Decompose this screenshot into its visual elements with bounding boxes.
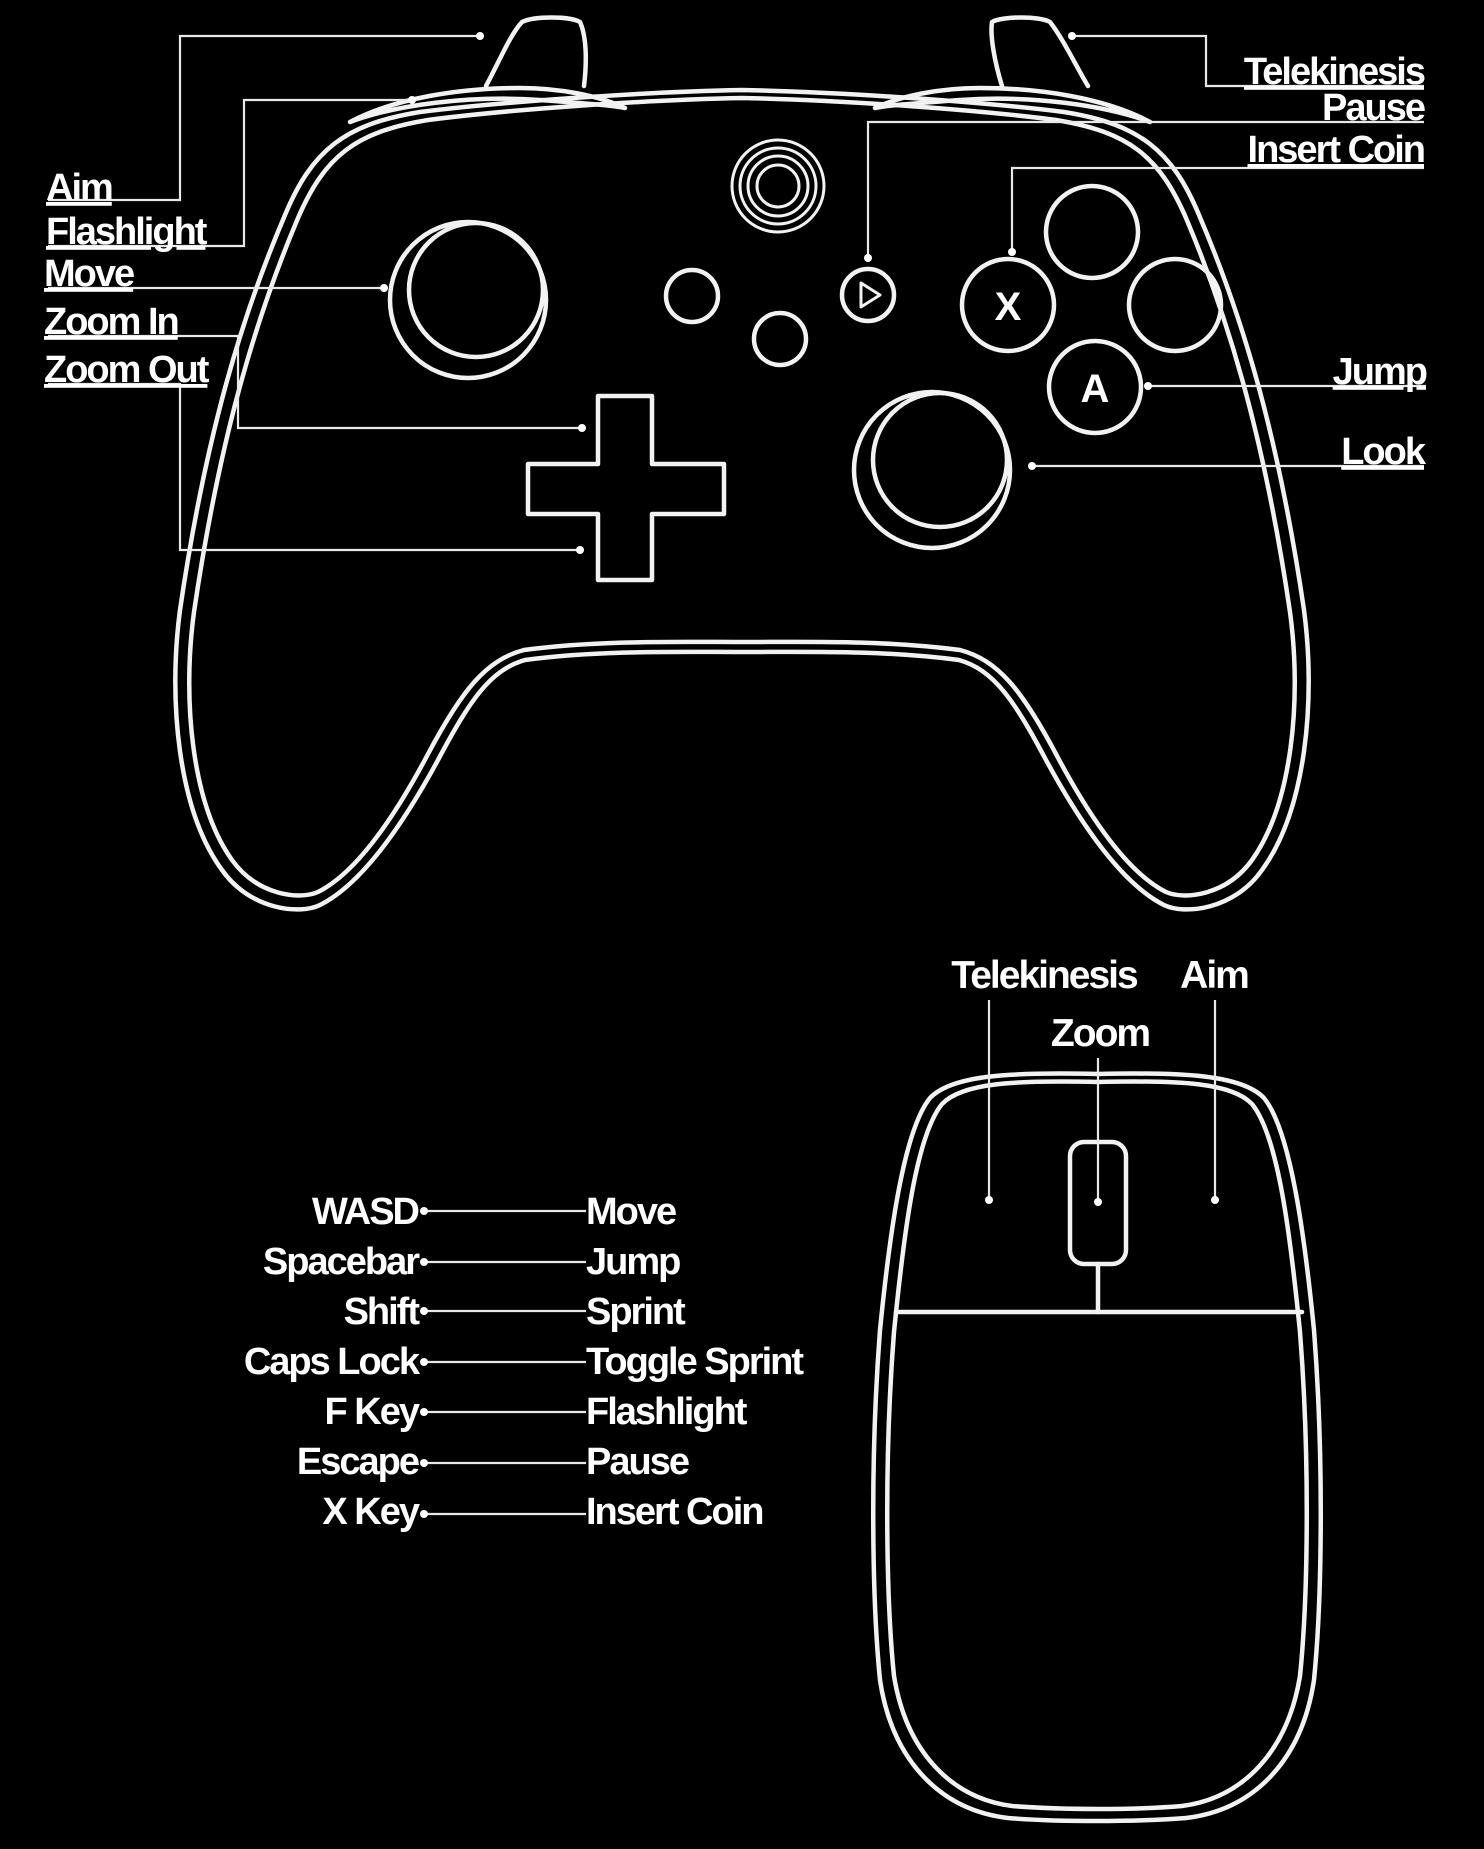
binding-action: Pause [586,1441,689,1483]
label-look: Look [1341,431,1427,473]
left-bumper [347,85,628,125]
label-telekinesis: Telekinesis [1244,51,1425,93]
gamepad: X A Aim Flashlight Move Zoom In Zoom Out… [44,15,1429,912]
label-mouse-aim: Aim [1180,954,1248,997]
binding-action: Sprint [586,1291,686,1333]
leader-telekinesis [1072,34,1424,88]
leader-zoom-in [48,334,582,430]
left-trigger [483,15,589,89]
label-mouse-telekinesis: Telekinesis [951,954,1138,997]
mouse-body-outline [870,1071,1324,1824]
leader-pause [866,120,1424,258]
binding-row: Escape Pause [297,1441,691,1483]
label-mouse-zoom: Zoom [1051,1012,1149,1055]
leader-flashlight [48,98,412,248]
leader-zoom-out [48,382,580,552]
face-button-b [1126,256,1224,354]
binding-action: Move [586,1191,676,1233]
label-jump: Jump [1333,351,1427,393]
right-stick-cap [870,390,1010,530]
guide-button [730,138,826,234]
binding-row: Spacebar Jump [263,1241,682,1283]
dpad [525,393,727,583]
leader-insert-coin [1010,166,1424,252]
face-button-x-letter: X [995,285,1022,329]
right-trigger [989,15,1091,89]
mouse: Telekinesis Aim Zoom [870,954,1324,1824]
binding-row: F Key Flashlight [325,1391,750,1433]
binding-row: WASD Move [312,1191,678,1233]
label-pause: Pause [1322,87,1425,129]
binding-key: Escape [297,1441,419,1483]
binding-action: Insert Coin [586,1491,762,1533]
binding-row: Shift Sprint [344,1291,689,1333]
face-button-a-letter: A [1081,367,1110,411]
binding-action: Flashlight [586,1391,748,1433]
binding-key: F Key [325,1391,420,1433]
gamepad-body-inner [187,95,1297,898]
binding-key: WASD [312,1191,419,1233]
binding-key: Caps Lock [244,1341,421,1383]
label-zoom-in: Zoom In [44,301,178,343]
gamepad-body-outline [173,87,1311,912]
label-insert-coin: Insert Coin [1248,129,1424,171]
binding-key: Spacebar [263,1241,420,1283]
label-flashlight: Flashlight [46,211,208,253]
share-button [751,310,809,368]
menu-button [839,266,897,324]
right-bumper [872,85,1153,125]
binding-key: Shift [344,1291,421,1333]
view-button [663,267,721,325]
face-button-a [1046,338,1144,436]
binding-action: Toggle Sprint [586,1341,804,1383]
binding-action: Jump [586,1241,680,1283]
label-aim: Aim [46,167,112,209]
binding-row: X Key Insert Coin [322,1491,764,1533]
binding-key: X Key [322,1491,419,1533]
left-stick-cap [406,220,546,360]
label-move: Move [44,253,134,295]
face-button-x [959,256,1057,354]
mouse-body-inner [884,1079,1310,1812]
keyboard-bindings: WASD Move Spacebar Jump Shift Sprint Cap… [244,1191,807,1533]
menu-button-icon [859,281,882,309]
binding-row: Caps Lock Toggle Sprint [244,1341,807,1383]
label-zoom-out: Zoom Out [44,349,210,391]
face-button-y [1043,183,1141,281]
leader-aim [48,34,480,202]
